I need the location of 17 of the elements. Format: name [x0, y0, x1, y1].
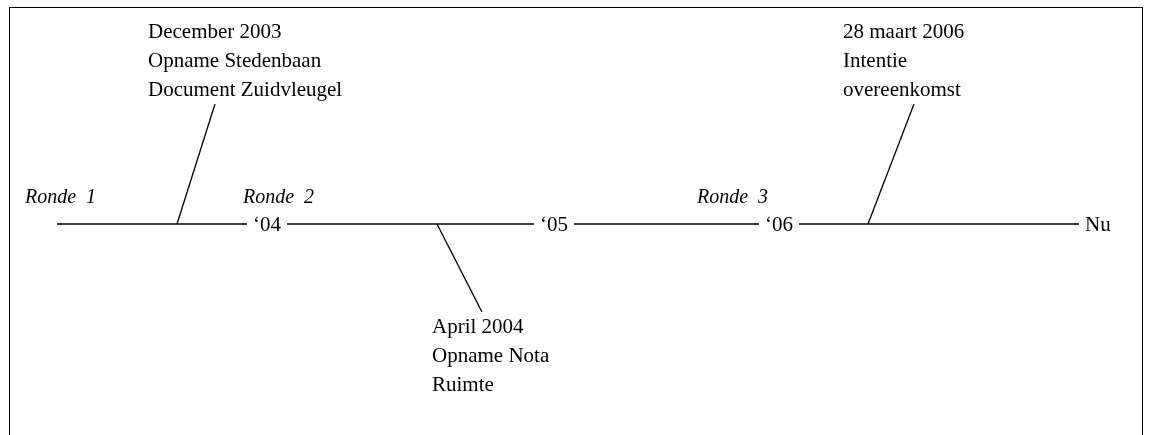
leader-line [867, 103, 915, 225]
event-text: 28 maart 2006 Intentie overeenkomst [843, 17, 993, 104]
year-label: ‘04 [247, 210, 287, 239]
leader-line [436, 223, 483, 313]
year-label: Nu [1079, 210, 1117, 239]
timeline-segment [798, 223, 1080, 225]
leader-line [176, 103, 216, 225]
year-label: ‘06 [759, 210, 799, 239]
timeline-segment [286, 223, 535, 225]
timeline-segment [56, 223, 248, 225]
timeline-segment [573, 223, 760, 225]
year-label: ‘05 [534, 210, 574, 239]
round-label: Ronde 1 [25, 185, 97, 208]
round-label: Ronde 3 [697, 185, 769, 208]
event-text: December 2003 Opname Stedenbaan Document Zuidvleugel [148, 17, 363, 104]
event-text: April 2004 Opname Nota Ruimte [432, 312, 582, 399]
round-label: Ronde 2 [243, 185, 315, 208]
